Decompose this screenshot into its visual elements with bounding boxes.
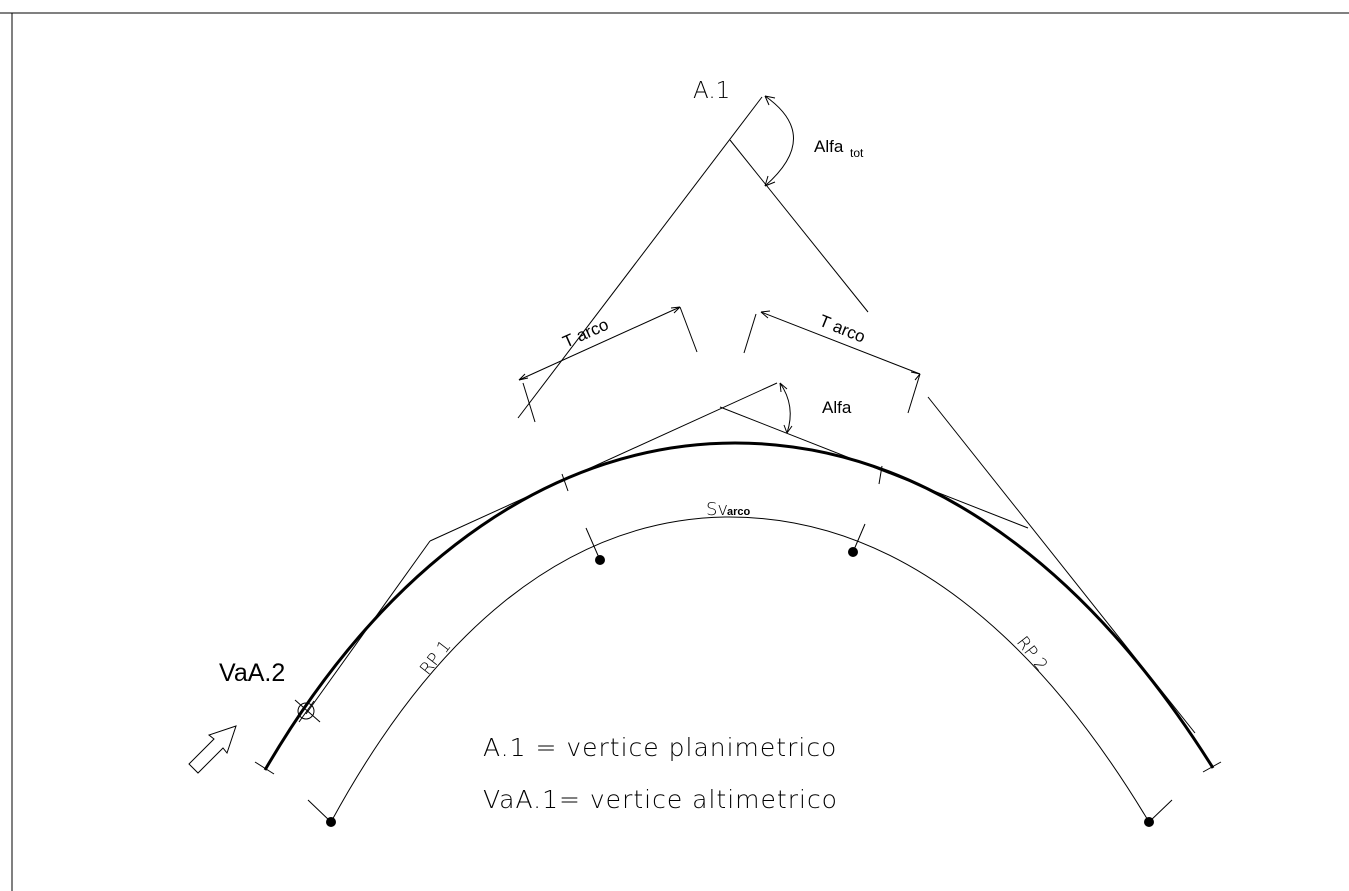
alfa-tot-angle-arc [764,95,794,187]
rp1-label: RP 1 [416,637,455,679]
sv-arco-label: Sv [706,499,728,520]
alfa-label: Alfa [822,398,852,417]
point-rp2-end [1144,817,1154,827]
point-sv-left [595,555,605,565]
t-arco-dimensions [518,306,921,423]
sv-arco-subscript: arco [727,506,751,518]
point-rp1-end [326,817,336,827]
rp2-label: RP 2 [1012,633,1051,675]
alfa-angle-arc [779,382,793,434]
point-sv-right [848,547,858,557]
main-curve-ticks [254,465,1222,775]
legend-line-1: A.1 = vertice planimetrico [483,733,837,762]
drawing-frame [0,12,1349,891]
profile-arc [307,516,1173,823]
profile-points [326,547,1154,827]
alfa-tot-label: Alfa [814,137,844,156]
t-arco-right-label: T arco [817,311,869,347]
circle-cross-marker-icon [294,699,321,723]
main-road-curve [263,441,1215,771]
vertex-label-a1: A.1 [693,78,730,104]
t-arco-left-label: T arco [560,315,611,352]
vaa2-label: VaA.2 [219,659,285,687]
legend-line-2: VaA.1= vertice altimetrico [483,785,838,814]
alfa-tot-subscript: tot [850,146,864,160]
main-tangent-lines [517,96,869,419]
hollow-arrow-icon [188,725,237,774]
